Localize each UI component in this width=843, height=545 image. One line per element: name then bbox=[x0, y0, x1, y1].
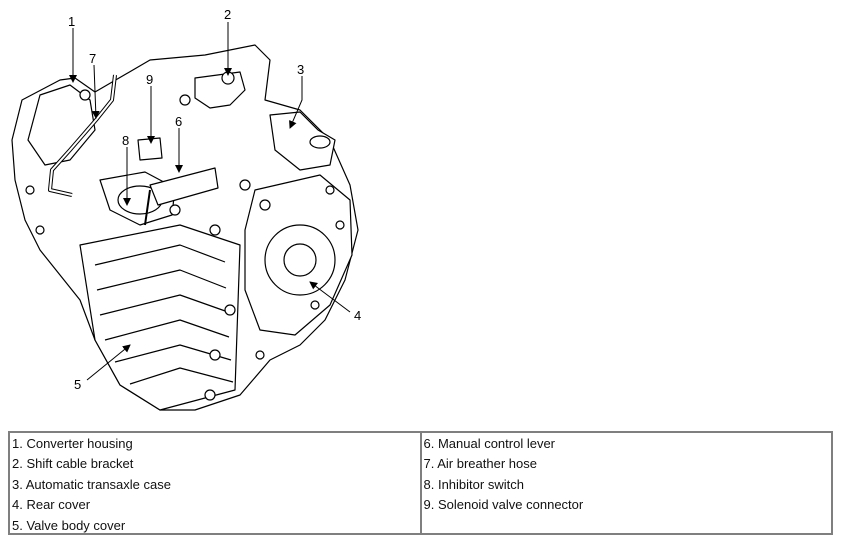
callout-4: 4 bbox=[354, 308, 361, 323]
legend-item-3: 3. Automatic transaxle case bbox=[12, 476, 171, 492]
legend-item-2: 2. Shift cable bracket bbox=[12, 456, 134, 472]
legend-item-1: 1. Converter housing bbox=[12, 436, 133, 451]
callout-9: 9 bbox=[146, 72, 153, 87]
legend-item-8: 8. Inhibitor switch bbox=[423, 476, 524, 492]
legend-item-9: 9. Solenoid valve connector bbox=[423, 497, 584, 513]
legend-item-5: 5. Valve body cover bbox=[12, 517, 126, 533]
callout-7: 7 bbox=[89, 51, 96, 66]
legend-item-4: 4. Rear cover bbox=[12, 497, 91, 513]
legend-item-7: 7. Air breather hose bbox=[423, 456, 537, 472]
legend-column-left: 1. Converter housing 2. Shift cable brac… bbox=[10, 433, 420, 533]
legend-item-6: 6. Manual control lever bbox=[423, 436, 556, 451]
transaxle-body bbox=[11, 44, 359, 411]
legend-table: 1. Converter housing 2. Shift cable brac… bbox=[8, 431, 833, 535]
transaxle-exploded-illustration: 1 2 3 4 5 6 7 8 9 bbox=[11, 7, 361, 411]
callout-2: 2 bbox=[224, 7, 231, 22]
legend-column-right: 6. Manual control lever 7. Air breather … bbox=[419, 433, 832, 533]
callout-5: 5 bbox=[74, 377, 81, 392]
callout-leaders bbox=[69, 22, 351, 381]
callout-3: 3 bbox=[297, 62, 304, 77]
callout-8: 8 bbox=[122, 133, 129, 148]
callout-6: 6 bbox=[175, 114, 182, 129]
callout-1: 1 bbox=[68, 14, 75, 29]
